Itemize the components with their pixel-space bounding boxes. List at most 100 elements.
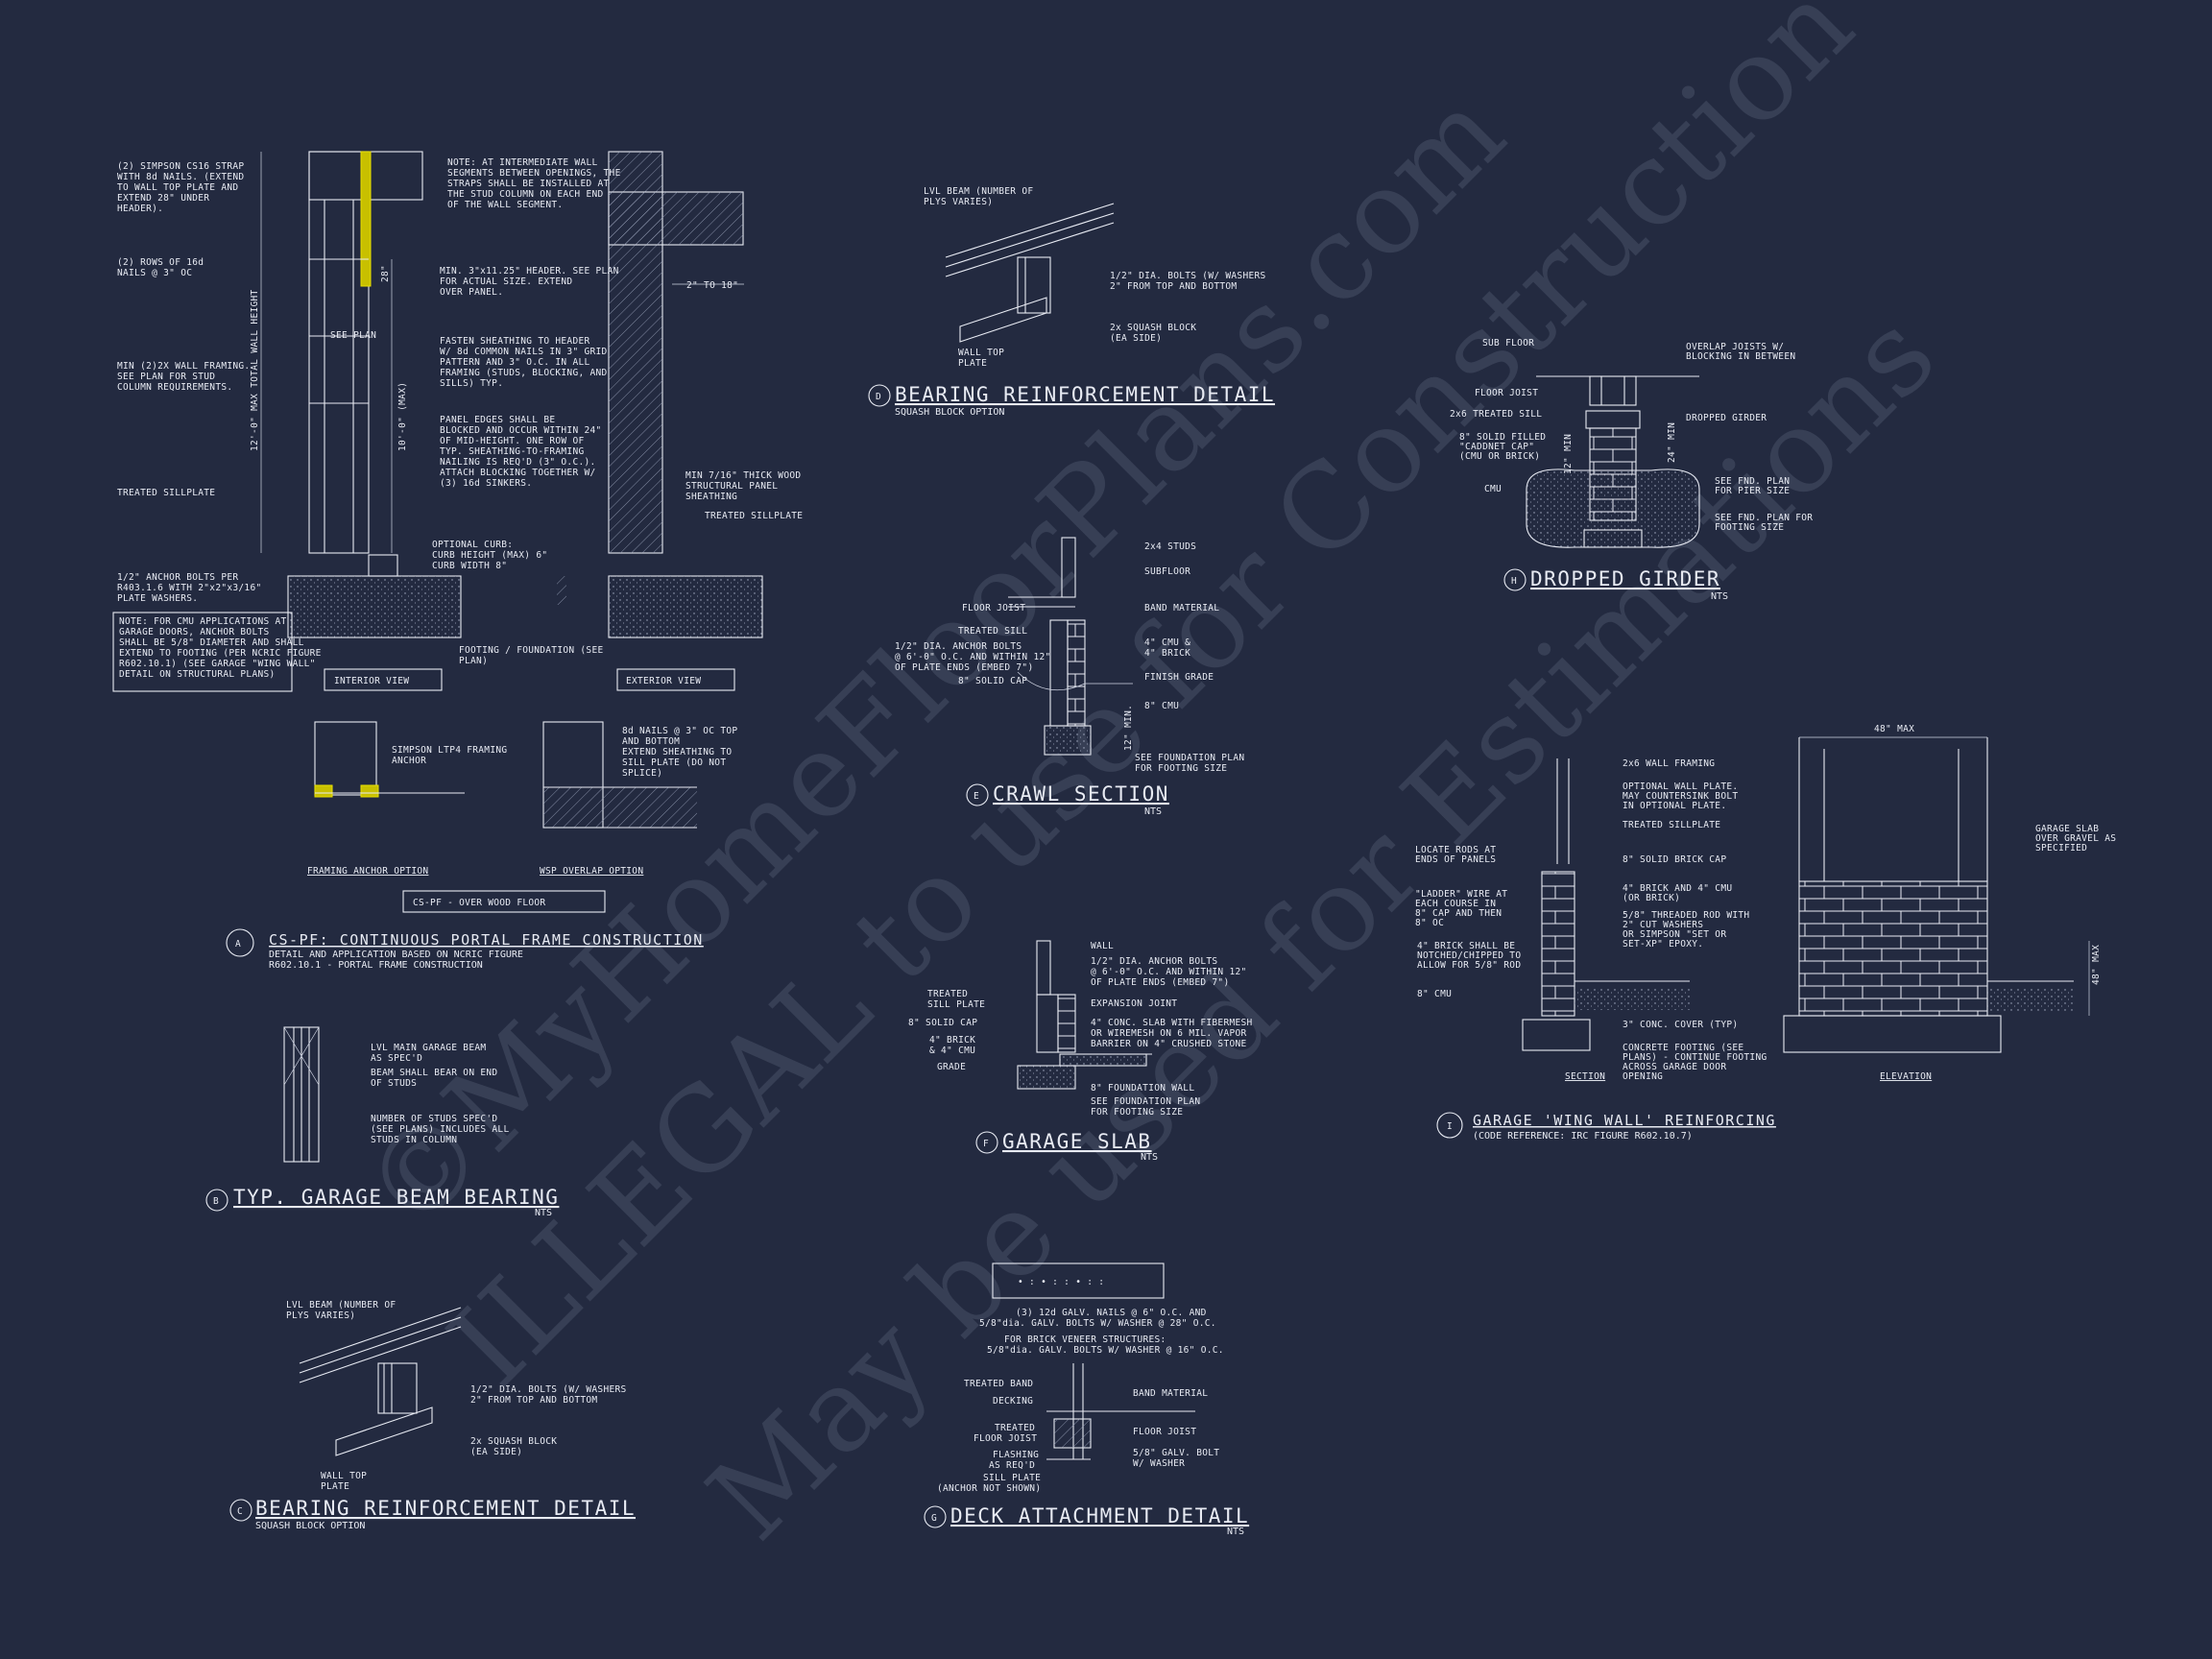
svg-text:OPTIONAL CURB:CURB HEIGHT (MAX: OPTIONAL CURB:CURB HEIGHT (MAX) 6"CURB W… <box>432 540 547 571</box>
detail-f-marker: F <box>983 1139 989 1149</box>
detail-d-sub: SQUASH BLOCK OPTION <box>895 407 1004 418</box>
detail-g-nts: NTS <box>1227 1527 1244 1537</box>
over-wood-floor-label: CS-PF - OVER WOOD FLOOR <box>413 898 545 908</box>
detail-h-marker: H <box>1511 576 1517 587</box>
e-label-subfloor: SUBFLOOR <box>1144 566 1190 577</box>
e-dim-12min: 12" MIN. <box>1123 705 1134 751</box>
detail-e-crawl-section: 2x4 STUDS SUBFLOOR BAND MATERIAL 4" CMU … <box>895 537 1244 817</box>
detail-e-nts: NTS <box>1144 806 1162 817</box>
f-label-brick-cmu: 4" BRICK& 4" CMU <box>929 1035 975 1056</box>
i-label-8cmu: 8" CMU <box>1417 989 1452 999</box>
detail-a-portal-frame: 12'-0" MAX TOTAL WALL HEIGHT 10'-0" (MAX… <box>112 151 803 971</box>
detail-d-marker: D <box>876 392 881 402</box>
detail-a-sub2: R602.10.1 - PORTAL FRAME CONSTRUCTION <box>269 960 483 971</box>
detail-e-title: CRAWL SECTION <box>993 782 1169 805</box>
dim-48-top: 48" MAX <box>1874 724 1914 734</box>
detail-c-marker: C <box>237 1506 243 1517</box>
g-label-floor-joist-r: FLOOR JOIST <box>1133 1427 1196 1437</box>
svg-text:NUMBER OF STUDS SPEC'D(SEE PLA: NUMBER OF STUDS SPEC'D(SEE PLANS) INCLUD… <box>371 1114 509 1145</box>
f-label-expansion: EXPANSION JOINT <box>1091 998 1177 1009</box>
detail-c-title: BEARING REINFORCEMENT DETAIL <box>255 1497 636 1520</box>
detail-h-nts: NTS <box>1711 591 1728 602</box>
detail-i-sub: (CODE REFERENCE: IRC FIGURE R602.10.7) <box>1473 1131 1693 1142</box>
detail-b-marker: B <box>213 1196 219 1207</box>
e-label-floor-joist: FLOOR JOIST <box>962 603 1025 613</box>
i-label-brick-cmu: 4" BRICK AND 4" CMU(OR BRICK) <box>1623 883 1732 903</box>
detail-h-dropped-girder: SUB FLOOR FLOOR JOIST 2x6 TREATED SILL 8… <box>1450 338 1813 602</box>
i-label-wall-framing: 2x6 WALL FRAMING <box>1623 758 1715 769</box>
detail-a-sub1: DETAIL AND APPLICATION BASED ON NCRIC FI… <box>269 950 523 960</box>
detail-i-wing-wall: SECTION 48" MAX 48" MAX ELEVATION LOCATE… <box>1415 724 2116 1142</box>
e-label-band: BAND MATERIAL <box>1144 603 1219 613</box>
f-label-solid-cap: 8" SOLID CAP <box>908 1018 977 1028</box>
wsp-overlap-label: WSP OVERLAP OPTION <box>540 866 643 877</box>
e-label-cmu-brick: 4" CMU &4" BRICK <box>1144 637 1190 659</box>
detail-f-title: GARAGE SLAB <box>1002 1130 1152 1153</box>
g-label-treated-band: TREATED BAND <box>964 1379 1033 1389</box>
svg-text:2x SQUASH BLOCK(EA SIDE): 2x SQUASH BLOCK(EA SIDE) <box>470 1436 557 1457</box>
e-label-solid-cap: 8" SOLID CAP <box>958 676 1027 686</box>
note-min-2x-framing: MIN (2)2X WALL FRAMING.SEE PLAN FOR STUD… <box>117 361 250 393</box>
i-label-conc-cover: 3" CONC. COVER (TYP) <box>1623 1020 1738 1030</box>
labels-f: WALL 1/2" DIA. ANCHOR BOLTS@ 6'-0" O.C. … <box>908 941 1252 1118</box>
dim-10ft: 10'-0" (MAX) <box>397 382 408 451</box>
h-dim-12min: 12" MIN <box>1563 434 1574 474</box>
e-label-studs: 2x4 STUDS <box>1144 541 1196 552</box>
g-top-note-2: FOR BRICK VENEER STRUCTURES:5/8"dia. GAL… <box>987 1334 1224 1356</box>
g-label-decking: DECKING <box>993 1396 1033 1407</box>
h-label-sub-floor: SUB FLOOR <box>1482 338 1534 349</box>
f-label-anchor: 1/2" DIA. ANCHOR BOLTS@ 6'-0" O.C. AND W… <box>1091 956 1247 988</box>
f-label-foundation: 8" FOUNDATION WALL <box>1091 1083 1194 1094</box>
note-d-squash: 2x SQUASH BLOCK(EA SIDE) <box>1110 323 1196 344</box>
detail-d-title: BEARING REINFORCEMENT DETAIL <box>895 383 1275 406</box>
detail-i-title: GARAGE 'WING WALL' REINFORCING <box>1473 1112 1776 1129</box>
labels-h: SUB FLOOR FLOOR JOIST 2x6 TREATED SILL 8… <box>1450 338 1813 533</box>
i-label-treated-sill: TREATED SILLPLATE <box>1623 820 1720 830</box>
section-label: SECTION <box>1565 1071 1605 1082</box>
h-label-overlap: OVERLAP JOISTS W/BLOCKING IN BETWEEN <box>1686 342 1795 362</box>
h-label-cmu: CMU <box>1484 484 1502 494</box>
detail-b-title: TYP. GARAGE BEAM BEARING <box>233 1186 559 1209</box>
dim-28: 28" <box>380 265 391 282</box>
note-optional-curb: OPTIONAL CURB:CURB HEIGHT (MAX) 6"CURB W… <box>432 540 547 571</box>
e-label-anchor-bolts: 1/2" DIA. ANCHOR BOLTS@ 6'-0" O.C. AND W… <box>895 641 1051 673</box>
f-label-wall: WALL <box>1091 941 1114 951</box>
